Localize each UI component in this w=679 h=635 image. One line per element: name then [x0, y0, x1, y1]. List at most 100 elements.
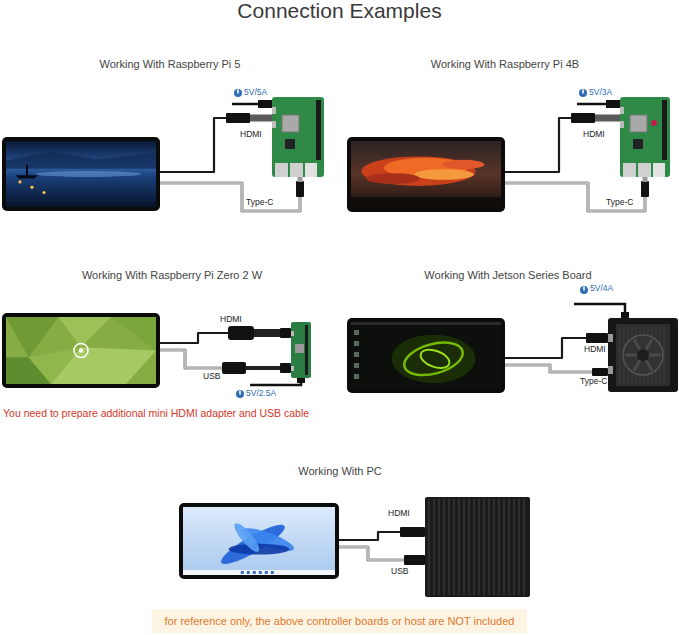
panel-heading: Working With Raspberry Pi 5 — [20, 58, 320, 71]
usb-plug — [404, 555, 425, 565]
cable-sheath — [505, 365, 608, 372]
fan-hub — [637, 349, 649, 361]
panel-heading: Working With Raspberry Pi Zero 2 W — [22, 269, 322, 282]
desktop-icon — [354, 363, 359, 368]
os-logo-dot — [79, 348, 83, 352]
case-rib — [458, 499, 460, 595]
port — [620, 107, 624, 114]
soc-chip — [295, 344, 304, 353]
cable-connector — [339, 547, 425, 560]
hdmi-plug-tip — [250, 115, 272, 122]
power-icon-mark — [583, 287, 585, 291]
hdmi-plug — [571, 113, 595, 123]
desktop-icon — [354, 330, 359, 335]
power-icon — [579, 89, 587, 97]
cable-core — [505, 365, 608, 372]
screen-image — [351, 141, 501, 208]
cable-sheath — [505, 177, 645, 211]
case-rib — [453, 499, 455, 595]
cloud-shape — [414, 169, 474, 180]
screen-image — [6, 317, 156, 384]
display-screen — [179, 503, 339, 579]
cable-label: HDMI — [583, 130, 605, 140]
usb-adapter-cable — [246, 366, 280, 370]
caption-note: for reference only, the above controller… — [152, 609, 527, 633]
os-logo — [74, 344, 88, 358]
case-rib — [493, 499, 495, 595]
type-c-plug — [641, 181, 649, 197]
ethernet-port — [305, 163, 317, 177]
gpio-header — [305, 325, 308, 375]
case-rib — [503, 499, 505, 595]
type-c-plug — [592, 368, 608, 376]
case-rib — [508, 499, 510, 595]
port — [291, 366, 294, 371]
cable-label: USB — [391, 567, 408, 577]
taskbar-icon — [265, 571, 268, 574]
cloud-shape — [366, 173, 420, 184]
ethernet-port — [653, 163, 665, 177]
top-bar — [351, 322, 501, 325]
usb-port — [275, 163, 288, 177]
cooling-fan — [623, 335, 663, 375]
cable-group — [160, 118, 645, 560]
logo-swirl — [418, 346, 452, 371]
node-art — [620, 97, 670, 177]
taskbar — [183, 570, 335, 575]
logo-swirl — [401, 337, 467, 381]
heatsink — [616, 324, 670, 386]
micro-usb-plug — [280, 363, 291, 373]
power-cable — [577, 103, 608, 106]
desktop-icon — [354, 341, 359, 346]
raspberry-pi-board — [620, 97, 670, 177]
hdmi-plug — [400, 527, 425, 537]
hdmi-plug-tip — [595, 115, 620, 122]
lantern-light — [42, 191, 45, 194]
desktop-icon — [354, 352, 359, 357]
panel-heading: Working With Jetson Series Board — [358, 269, 658, 282]
node-art — [179, 503, 339, 579]
display-screen — [2, 137, 160, 211]
cable-decor — [222, 89, 649, 565]
cable-core — [160, 350, 291, 368]
usb-adapter — [222, 362, 246, 374]
hdmi-cable — [339, 532, 425, 540]
power-icon-mark — [239, 391, 241, 395]
power-cable — [232, 103, 262, 106]
wallpaper-facet — [6, 317, 59, 357]
wallpaper-facet — [29, 347, 82, 384]
port — [608, 366, 613, 374]
power-plug — [297, 378, 305, 383]
cable-label: HDMI — [584, 345, 606, 355]
usb-port — [638, 163, 651, 177]
power-cable — [574, 304, 625, 318]
cable-connector — [160, 177, 300, 211]
case-rib — [463, 499, 465, 595]
cable-connector — [160, 350, 291, 368]
power-spec: 5V/4A — [590, 284, 613, 294]
taskbar-icon — [253, 571, 256, 574]
cable-connector — [505, 365, 608, 372]
boat-shape — [16, 175, 38, 178]
node-art — [272, 97, 324, 177]
port — [608, 334, 613, 342]
lantern-light — [30, 186, 33, 189]
cable-label: Type-C — [580, 377, 607, 387]
mini-hdmi-plug — [280, 328, 291, 338]
case-rib — [498, 499, 500, 595]
cable-connector — [160, 333, 291, 343]
io-chip — [633, 139, 643, 149]
case-rib — [448, 499, 450, 595]
wallpaper-facet — [59, 317, 112, 347]
hdmi-cable — [505, 118, 620, 172]
port — [291, 331, 294, 336]
case-rib — [488, 499, 490, 595]
usb-port — [290, 163, 303, 177]
panel-heading: Working With PC — [190, 465, 490, 478]
power-icon-mark — [582, 90, 584, 94]
cable-core — [339, 547, 425, 560]
hdmi-plug — [226, 113, 250, 123]
jetson-board — [608, 318, 678, 392]
cable-label: HDMI — [220, 315, 242, 325]
port — [272, 107, 276, 114]
